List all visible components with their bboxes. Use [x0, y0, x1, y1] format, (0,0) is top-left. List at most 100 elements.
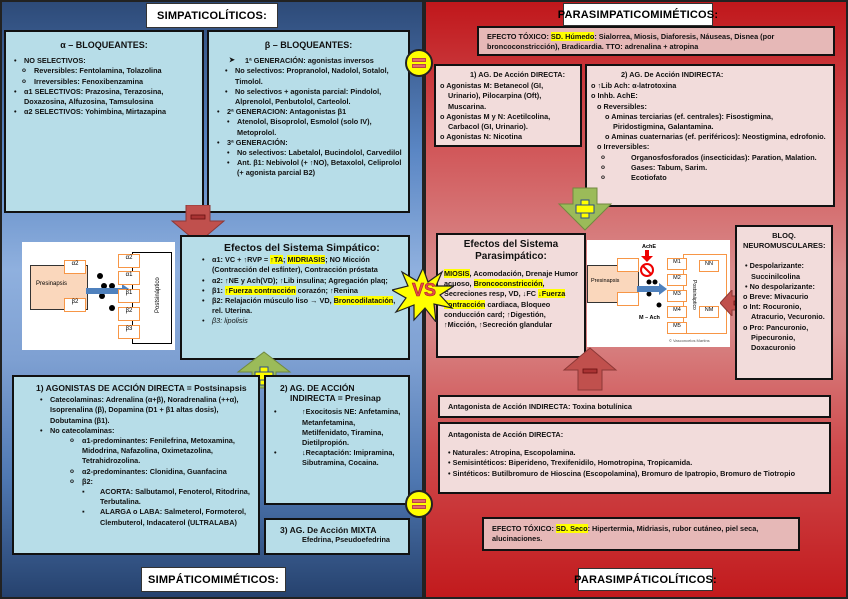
effect-alpha1: α1: VC + ↑RVP = ↑TA; MIDRIASIS; NO Micci… [200, 255, 402, 275]
label-simpaticomimeticos: SIMPÁTICOMIMÉTICOS: [141, 567, 286, 592]
post-receptor-2: α1 [118, 271, 140, 285]
alpha-blockers-box: α – BLOQUEANTES: NO SELECTIVOS: Reversib… [4, 30, 204, 213]
semisynthetic-antagonists: • Semisintéticos: Biperideno, Trexifenid… [448, 458, 693, 468]
alpha2-predominant: α2-predominantes: Clonidina, Guanfacina [50, 467, 252, 477]
para-direct-agonists-box: 1) AG. De Acción DIRECTA: o Agonistas M:… [434, 64, 582, 147]
parasympathetic-synapse-diagram: Presinapsis AchE M – Ach M1 M2 M3 M4 M5 … [587, 240, 730, 347]
indirect-agonists-title: 2) AG. DE ACCIÓN INDIRECTA = Presinap [280, 383, 381, 404]
beta2-group: β2: [50, 477, 252, 487]
m-receptor-3: M3 [667, 290, 687, 302]
effect-beta2: β2: Relajación músculo liso → VD, Bronco… [200, 296, 402, 316]
red-arrow-up-icon [562, 347, 618, 391]
dry-syndrome-highlight: SD. Seco [555, 524, 588, 533]
vs-starburst-icon [392, 268, 454, 322]
para-direct-title: 1) AG. De Acción DIRECTA: [470, 70, 566, 79]
post-receptor-1: α2 [118, 254, 140, 268]
post-receptor-4: β2 [118, 307, 140, 321]
natural-antagonists: • Naturales: Atropina, Escopolamina. [448, 448, 576, 458]
toxic-effect-wet-box: EFECTO TÓXICO: SD. Húmedo: Sialorrea, Mi… [477, 26, 835, 56]
direct-agonists-box: 1) AGONISTAS DE ACCIÓN DIRECTA = Postsin… [12, 375, 260, 555]
wet-syndrome-highlight: SD. Húmedo [550, 32, 595, 41]
nerve-gases: Gases: Tabum, Sarim. [591, 163, 827, 173]
neuromuscular-blockers-box: BLOQ. NEUROMUSCULARES: • Despolarizante:… [735, 225, 833, 380]
catecholamines: Catecolaminas: Adrenalina (α+β), Noradre… [38, 395, 252, 426]
sympathetic-synapse-diagram: Presinapsis α2 β2 Postsináptico α2 α1 β1… [22, 242, 175, 350]
label-parasimpaticomimeticos: PARASIMPATICOMIMÉTICOS: [558, 3, 718, 26]
beta-gen3: 3ª GENERACIÓN: [215, 138, 402, 148]
exocytosis-ne: ↑Exocitosis NE: Anfetamina, Metanfetamin… [272, 407, 402, 448]
ecothiophate: Ecotiofato [591, 173, 827, 183]
reuptake-inhibition: ↓Recaptación: Imipramina, Sibutramina, C… [272, 448, 402, 468]
m-receptor-2: M2 [667, 274, 687, 286]
indirect-agonists-box: 2) AG. DE ACCIÓN INDIRECTA = Presinap ↑E… [264, 375, 410, 505]
parasympathetic-effects-box: Efectos del Sistema Parasimpático: MIOSI… [436, 233, 586, 358]
beta-gen2-drugs: Atenolol, Bisoprolol, Esmolol (solo IV),… [225, 117, 402, 137]
alpha1-predominant: α1-predominantes: Fenilefrina, Metoxamin… [50, 436, 252, 467]
m-ach-label: M – Ach [639, 315, 660, 321]
ach-release: o ↑Lib Ach: α-latrotoxina [591, 81, 677, 91]
beta-gen1: 1ª GENERACIÓN: agonistas inversos [225, 56, 402, 66]
beta-blockers-box: β – BLOQUEANTES: 1ª GENERACIÓN: agonista… [207, 30, 410, 213]
non-catecholamines: No catecolaminas: [38, 426, 252, 436]
synthetic-antagonists: • Sintéticos: Butilbromuro de Hioscina (… [448, 468, 796, 478]
red-arrow-down-icon [170, 205, 226, 244]
m-receptor-5: M5 [667, 322, 687, 334]
alpha-nonselective: NO SELECTIVOS: [12, 56, 196, 66]
direct-agonists-title: 1) AGONISTAS DE ACCIÓN DIRECTA = Postsin… [36, 383, 247, 393]
beta2-long-acting: ALARGA o LABA: Salmeterol, Formoterol, C… [50, 507, 252, 527]
alpha1-selective: α1 SELECTIVOS: Prazosina, Terazosina, Do… [12, 87, 196, 107]
short-acting: o Breve: Mivacurio [743, 292, 809, 302]
equals-icon [405, 49, 433, 77]
parasympathetic-effects-title: Efectos del Sistema Parasimpático: [463, 239, 559, 262]
reversible: o Reversibles: [597, 101, 647, 111]
post-receptor-5: β3 [118, 325, 140, 339]
presynapse-label: Presinapsis [36, 281, 68, 287]
mixed-agonists-box: 3) AG. De Acción MIXTA Efedrina, Pseudoe… [264, 518, 410, 555]
para-indirect-title: 2) AG. De Acción INDIRECTA: [621, 70, 724, 79]
postsynapse-label: Postsináptico [155, 277, 161, 313]
effect-alpha2: α2: ↑NE y Ach(VD); ↑Lib insulina; Agrega… [200, 276, 402, 286]
ache-label: AchE [642, 244, 657, 250]
diagram-credit: © Vasconcelos Martins [669, 338, 710, 343]
nm-receptor: NM [699, 306, 719, 318]
intermediate-acting: o Int: Rocuronio, Atracurio, Vecuronio. [743, 302, 825, 322]
pre-receptor-2 [617, 292, 639, 306]
presynapse-label: Presinapsis [591, 278, 620, 284]
effect-beta1: β1: ↑Fuerza contracción corazón; ↑Renina [200, 285, 402, 296]
nm-block-title: BLOQ. NEUROMUSCULARES: [743, 231, 826, 251]
label-simpaticoliticos: SIMPATICOLÍTICOS: [146, 3, 278, 28]
beta2-short-acting: ACORTA: Salbutamol, Fenoterol, Ritodrina… [50, 487, 252, 507]
ache-block-icon [637, 250, 667, 308]
mixed-agonists-drugs: Efedrina, Pseudoefedrina [302, 535, 390, 545]
alpha-title: α – BLOQUEANTES: [60, 40, 148, 50]
muscarinic-agonists: o Agonistas M: Betanecol (GI, Urinario),… [440, 81, 544, 111]
sympathetic-effects-title: Efectos del Sistema Simpático: [224, 242, 380, 254]
green-arrow-plus-icon [557, 187, 613, 231]
alpha-reversible: Reversibles: Fentolamina, Tolazolina [12, 66, 196, 76]
tertiary-amines: o Aminas terciarias (ef. centrales): Fis… [605, 111, 774, 132]
toxic-effect-dry-box: EFECTO TÓXICO: SD. Seco: Hipertermia, Mi… [482, 517, 800, 551]
label-parasimpaticoliticos: PARASIMPÁTICOLÍTICOS: [574, 568, 717, 591]
m-receptor-4: M4 [667, 306, 687, 318]
release-arrow-icon [86, 273, 132, 311]
long-acting: o Pro: Pancuronio, Pipecuronio, Doxacuro… [743, 322, 809, 353]
organophosphates: Organosfosforados (insecticidas): Parati… [591, 153, 827, 163]
beta-gen3-nonselective: No selectivos: Labetalol, Bucindolol, Ca… [225, 148, 402, 158]
post-receptor-3: β1 [118, 289, 140, 303]
effect-beta3: β3: lipolisis [200, 316, 402, 326]
sympathetic-effects-box: Efectos del Sistema Simpático: α1: VC + … [180, 235, 410, 360]
mixed-agonists-title: 3) AG. De Acción MIXTA [280, 525, 377, 535]
depolarizing: • Despolarizante: Succinilcolina [745, 261, 804, 281]
para-indirect-agonists-box: 2) AG. De Acción INDIRECTA: o ↑Lib Ach: … [585, 64, 835, 207]
mn-agonists: o Agonistas M y N: Acetilcolina, Carbaco… [440, 111, 551, 132]
non-depolarizing: • No despolarizante: [745, 281, 815, 291]
equals-icon [405, 490, 433, 518]
beta-nonselective: No selectivos: Propranolol, Nadolol, Sot… [223, 66, 402, 86]
quaternary-amines: o Aminas cuaternarias (ef. periféricos):… [605, 132, 826, 142]
antagonist-indirect-box: Antagonista de Acción INDIRECTA: Toxina … [438, 395, 831, 418]
beta-gen3-ant-b1: Ant. β1: Nebivolol (+ ↑NO), Betaxolol, C… [225, 158, 402, 178]
antagonist-direct-box: Antagonista de Acción DIRECTA: • Natural… [438, 422, 831, 494]
pre-receptor-b2: β2 [64, 298, 86, 312]
pre-receptor-1 [617, 258, 639, 272]
pre-receptor-a2: α2 [64, 260, 86, 274]
